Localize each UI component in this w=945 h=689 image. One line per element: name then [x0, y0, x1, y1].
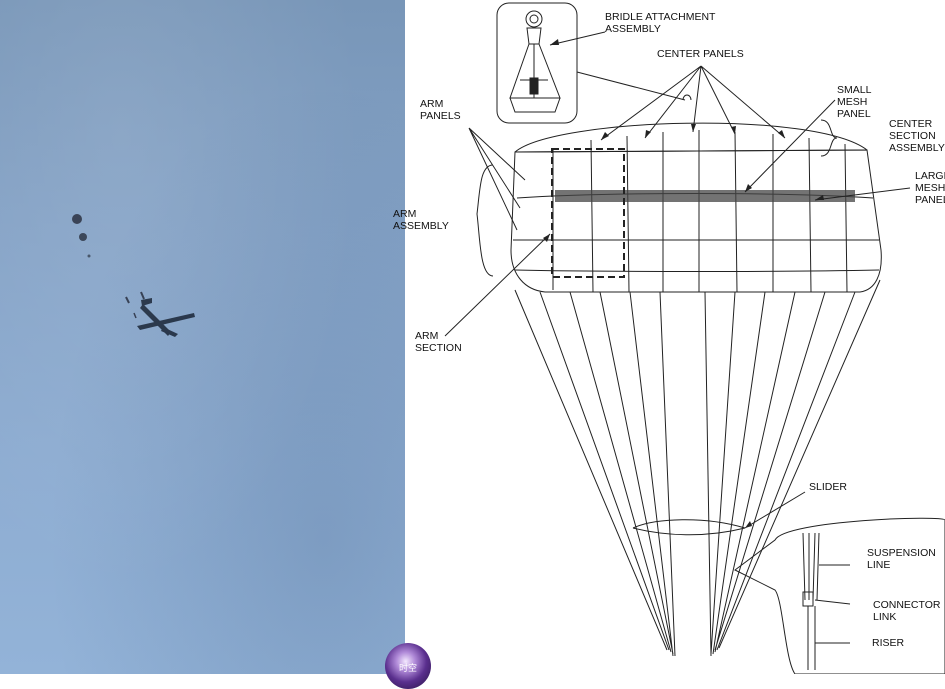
- arm-panels-label: ARM PANELS: [420, 98, 461, 122]
- sky-haze: [0, 0, 405, 674]
- watermark-logo: 时空: [385, 643, 431, 689]
- parachute-diagram: BRIDLE ATTACHMENT ASSEMBLY CENTER PANELS…: [393, 0, 945, 674]
- sky-photo: [0, 0, 405, 674]
- diagram-drawing: [444, 2, 945, 674]
- cargo-drop-3: [133, 312, 137, 319]
- suspension-line-label: SUSPENSION LINE: [867, 547, 936, 571]
- connector-inset-box: [734, 517, 945, 674]
- arm-assembly-brace: [476, 164, 494, 277]
- aircraft-scene: [72, 214, 195, 337]
- center-panels-label: CENTER PANELS: [657, 48, 744, 60]
- slider-ring: [632, 519, 746, 529]
- cargo-drop-2: [140, 291, 145, 300]
- canopy-top: [514, 122, 868, 153]
- small-mesh-panel-label: SMALL MESH PANEL: [837, 84, 872, 120]
- cargo-plane: [137, 298, 195, 337]
- large-mesh-panel-label: LARGE MESH PANEL: [915, 170, 945, 206]
- parachute-2: [79, 233, 87, 241]
- center-section-assembly-label: CENTER SECTION ASSEMBLY: [889, 118, 945, 154]
- bridle-inset-box: [496, 2, 578, 124]
- parachute-1: [72, 214, 82, 224]
- connector-link-label: CONNECTOR LINK: [873, 599, 941, 623]
- slider-label: SLIDER: [809, 481, 847, 493]
- parachute-3: [87, 254, 91, 258]
- arm-assembly-label: ARM ASSEMBLY: [393, 208, 449, 232]
- cargo-drop-1: [125, 296, 130, 304]
- canopy-outline: [510, 149, 882, 293]
- arm-section-label: ARM SECTION: [415, 330, 462, 354]
- bridle-attachment-label: BRIDLE ATTACHMENT ASSEMBLY: [605, 11, 716, 35]
- riser-label: RISER: [872, 637, 905, 649]
- watermark-text: 时空: [398, 664, 417, 674]
- arm-section-box: [551, 148, 625, 278]
- mesh-band: [555, 190, 855, 202]
